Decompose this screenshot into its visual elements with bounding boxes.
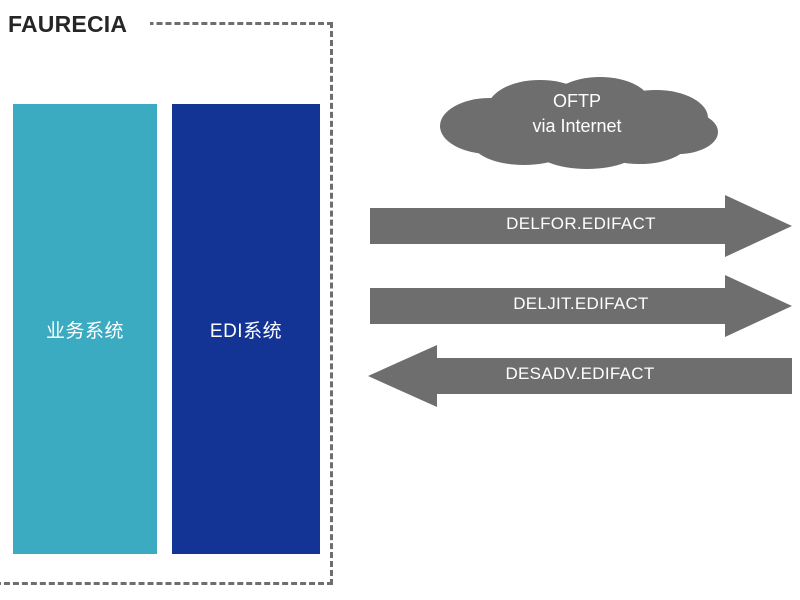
arrow-right-icon — [370, 275, 792, 337]
page-title: FAURECIA — [8, 11, 128, 37]
business-system-box[interactable]: 业务系统 — [13, 104, 157, 554]
message-arrow-deljit[interactable]: DELJIT.EDIFACT — [370, 275, 792, 337]
edi-system-box[interactable]: EDI系统 — [172, 104, 320, 554]
oftp-cloud[interactable]: OFTP via Internet — [432, 70, 722, 170]
arrow-right-icon — [370, 195, 792, 257]
cloud-icon — [440, 77, 718, 169]
message-arrow-delfor[interactable]: DELFOR.EDIFACT — [370, 195, 792, 257]
boundary-label-mask — [0, 10, 150, 44]
message-arrow-desadv[interactable]: DESADV.EDIFACT — [368, 345, 792, 407]
business-system-label: 业务系统 — [45, 320, 124, 342]
edi-system-label: EDI系统 — [209, 320, 283, 342]
arrow-left-icon — [368, 345, 792, 407]
company-boundary — [0, 22, 333, 585]
